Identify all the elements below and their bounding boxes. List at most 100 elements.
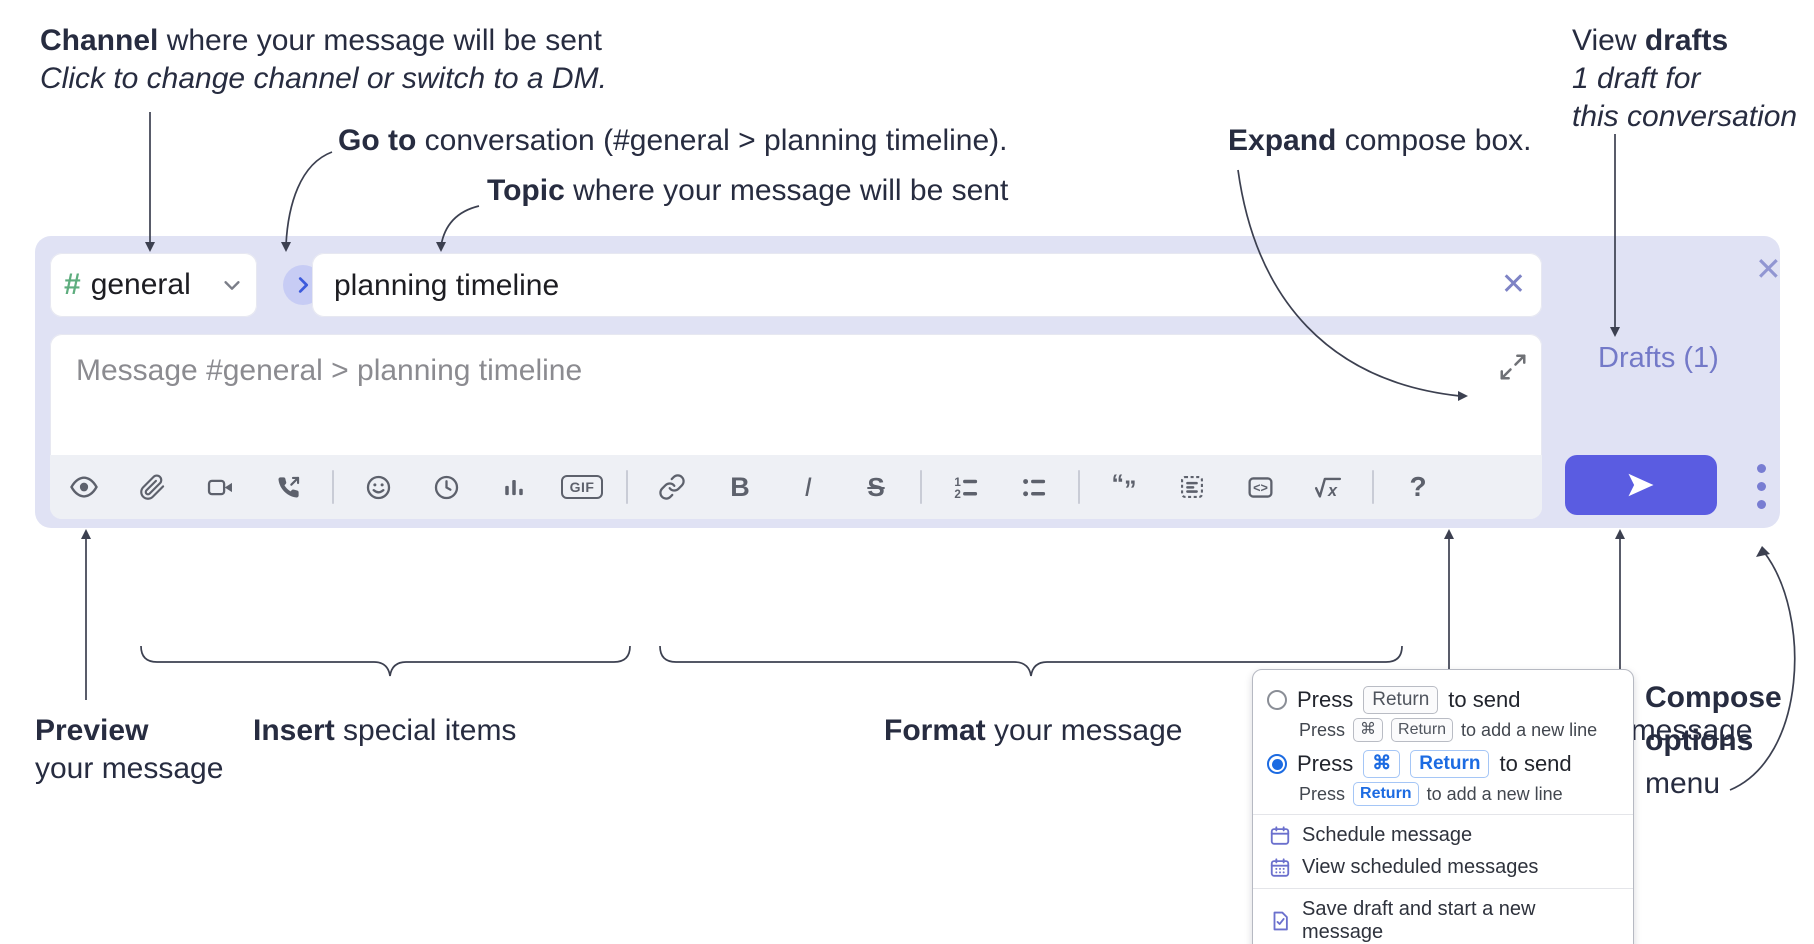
kebab-dot bbox=[1756, 481, 1766, 491]
drafts-link[interactable]: Drafts (1) bbox=[1598, 342, 1719, 374]
strikethrough-icon[interactable]: S bbox=[852, 463, 900, 511]
link-icon[interactable] bbox=[648, 463, 696, 511]
arrowhead-up bbox=[1615, 529, 1625, 539]
kebab-dot bbox=[1756, 463, 1766, 473]
send-button[interactable] bbox=[1565, 455, 1717, 515]
menu-item-save-draft[interactable]: Save draft and start a new message bbox=[1269, 898, 1617, 944]
calendar-icon bbox=[1270, 825, 1290, 845]
compose-options-kebab-button[interactable] bbox=[1741, 460, 1781, 512]
compose-options-menu: Press Return to send Press ⌘ Return to a… bbox=[1252, 669, 1634, 944]
view-drafts-line2: 1 draft for bbox=[1572, 62, 1701, 95]
return-key: Return bbox=[1353, 782, 1419, 806]
toolbar-divider bbox=[626, 470, 628, 504]
radio-unselected[interactable] bbox=[1267, 690, 1287, 710]
topic-input[interactable] bbox=[332, 253, 1486, 319]
channel-selector[interactable]: # general bbox=[50, 253, 257, 317]
radio-selected[interactable] bbox=[1267, 754, 1287, 774]
message-box: GIF B I S 1 2 bbox=[50, 334, 1542, 519]
message-input[interactable] bbox=[74, 348, 1458, 394]
calendar-grid-icon bbox=[1270, 857, 1290, 877]
strike-label: S bbox=[867, 471, 885, 502]
topic-annotation: Topic where your message will be sent bbox=[487, 174, 1009, 207]
view-drafts-line3: this conversation bbox=[1572, 100, 1798, 133]
goto-annotation: Go to conversation (#general > planning … bbox=[338, 124, 1008, 157]
send-option-cmd-return-subtext: Press Return to add a new line bbox=[1299, 782, 1619, 806]
compose-options-annotation: Compose options menu bbox=[1645, 681, 1782, 800]
bulleted-list-icon[interactable] bbox=[1010, 463, 1058, 511]
send-paper-plane-icon bbox=[1628, 473, 1654, 497]
inline-code-icon[interactable]: <> bbox=[1236, 463, 1284, 511]
menu-item-label: Save draft and start a new message bbox=[1302, 898, 1536, 943]
phone-call-icon[interactable] bbox=[264, 463, 312, 511]
blockquote-icon[interactable]: “” bbox=[1100, 463, 1148, 511]
menu-item-label: View scheduled messages bbox=[1302, 856, 1539, 878]
chevron-down-icon bbox=[224, 281, 240, 290]
bold-label: B bbox=[730, 471, 750, 502]
option-text: Press bbox=[1297, 687, 1354, 712]
channel-annotation: Channel where your message will be sent … bbox=[40, 22, 607, 98]
clear-topic-icon[interactable]: ✕ bbox=[1500, 268, 1526, 301]
send-option-return[interactable]: Press Return to send bbox=[1267, 686, 1619, 714]
svg-text:1: 1 bbox=[954, 476, 961, 489]
arrowhead-up bbox=[81, 529, 91, 539]
attachment-paperclip-icon[interactable] bbox=[128, 463, 176, 511]
send-option-cmd-return[interactable]: Press ⌘ Return to send bbox=[1267, 750, 1619, 778]
toolbar-divider bbox=[1372, 470, 1374, 504]
code-block-icon[interactable] bbox=[1168, 463, 1216, 511]
menu-item-schedule-message[interactable]: Schedule message bbox=[1269, 824, 1617, 847]
svg-text:<>: <> bbox=[1253, 481, 1268, 495]
option-text: to send bbox=[1448, 687, 1521, 712]
expand-annotation: Expand compose box. bbox=[1228, 124, 1532, 157]
toolbar-divider bbox=[920, 470, 922, 504]
kebab-dot bbox=[1756, 499, 1766, 509]
video-icon[interactable] bbox=[196, 463, 244, 511]
channel-annotation-line2: Click to change channel or switch to a D… bbox=[40, 62, 607, 95]
blockquote-label: “” bbox=[1111, 469, 1137, 504]
compose-toolbar: GIF B I S 1 2 bbox=[50, 455, 1542, 519]
return-key: Return bbox=[1410, 750, 1490, 778]
preview-eye-icon[interactable] bbox=[60, 463, 108, 511]
poll-bar-chart-icon[interactable] bbox=[490, 463, 538, 511]
menu-item-view-scheduled[interactable]: View scheduled messages bbox=[1269, 856, 1617, 879]
emoji-icon[interactable] bbox=[354, 463, 402, 511]
format-annotation: Format your message bbox=[884, 714, 1183, 747]
channel-annotation-line1: Channel where your message will be sent bbox=[40, 24, 602, 57]
return-key: Return bbox=[1391, 718, 1454, 742]
italic-label: I bbox=[804, 471, 812, 502]
cmd-key: ⌘ bbox=[1353, 718, 1384, 742]
draft-check-icon bbox=[1273, 911, 1288, 931]
preview-annotation: Preview your message bbox=[35, 714, 224, 785]
gif-label: GIF bbox=[560, 475, 604, 499]
toolbar-divider bbox=[332, 470, 334, 504]
insert-annotation: Insert special items bbox=[253, 714, 517, 747]
view-drafts-annotation: View drafts 1 draft for this conversatio… bbox=[1572, 22, 1797, 136]
svg-text:2: 2 bbox=[954, 488, 961, 501]
gif-icon[interactable]: GIF bbox=[558, 463, 606, 511]
send-option-return-subtext: Press ⌘ Return to add a new line bbox=[1299, 718, 1619, 742]
menu-item-label: Schedule message bbox=[1302, 824, 1473, 846]
ordered-list-icon[interactable]: 1 2 bbox=[942, 463, 990, 511]
italic-icon[interactable]: I bbox=[784, 463, 832, 511]
help-label: ? bbox=[1409, 471, 1427, 502]
goto-arrow bbox=[285, 151, 333, 246]
compose-box-panel: # general ✕ ✕ bbox=[35, 236, 1782, 528]
bold-icon[interactable]: B bbox=[716, 463, 764, 511]
menu-divider bbox=[1253, 888, 1633, 889]
close-compose-icon[interactable]: ✕ bbox=[1755, 251, 1782, 287]
option-text: to send bbox=[1499, 751, 1572, 776]
arrowhead-up-left bbox=[1756, 546, 1770, 557]
svg-text:x: x bbox=[1327, 482, 1338, 500]
recent-clock-icon[interactable] bbox=[422, 463, 470, 511]
expand-compose-icon[interactable] bbox=[1498, 352, 1528, 382]
option-text: Press bbox=[1297, 751, 1354, 776]
return-key: Return bbox=[1363, 686, 1439, 714]
arrowhead-up bbox=[1444, 529, 1454, 539]
formula-icon[interactable]: x bbox=[1304, 463, 1352, 511]
toolbar-divider bbox=[1078, 470, 1080, 504]
topic-input-box: ✕ bbox=[312, 253, 1542, 319]
channel-hash-icon: # bbox=[64, 268, 81, 301]
formatting-help-icon[interactable]: ? bbox=[1394, 463, 1442, 511]
view-drafts-line1: View drafts bbox=[1572, 24, 1729, 57]
insert-brace bbox=[140, 645, 631, 677]
